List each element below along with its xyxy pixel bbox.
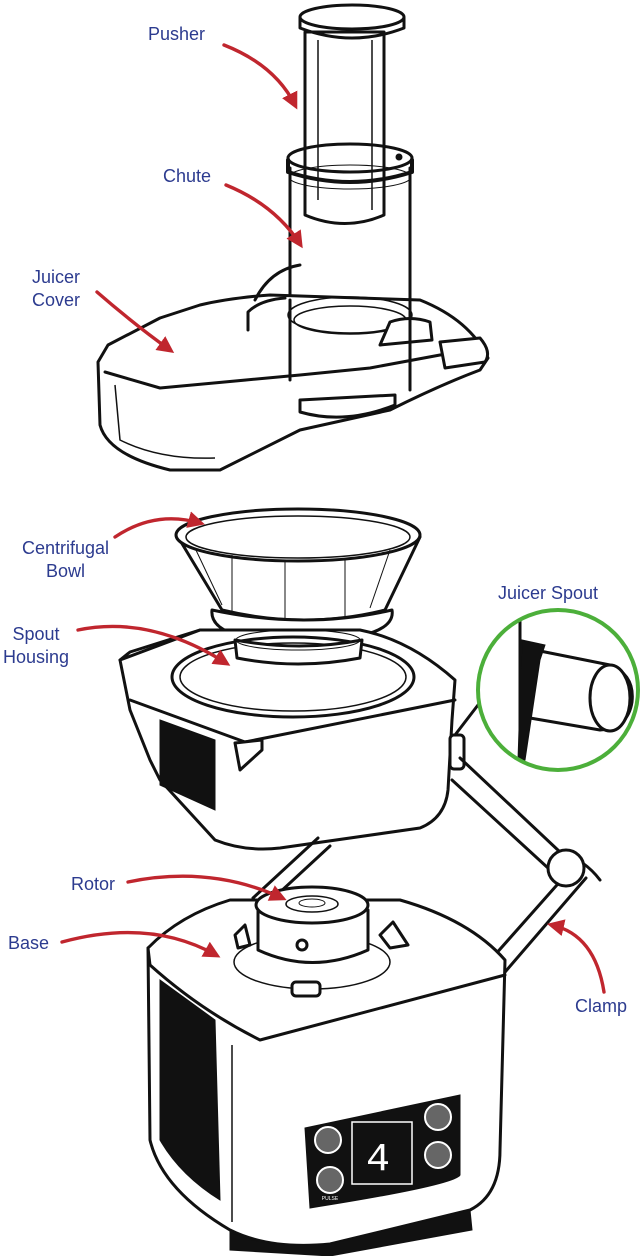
base-label-text: Base <box>8 933 50 953</box>
display-digit: 4 <box>366 1138 390 1183</box>
spout-housing-label: Spout Housing <box>3 623 69 669</box>
juicer-cover-label-line2: Cover <box>32 290 81 310</box>
pusher-label-text: Pusher <box>148 24 206 44</box>
rotor-label: Rotor <box>71 873 115 896</box>
juicer-cover-label-line1: Juicer <box>32 267 81 287</box>
clamp-label-text: Clamp <box>575 996 628 1016</box>
juicer-cover-part <box>96 263 490 472</box>
pulse-label: PULSE <box>322 1196 339 1202</box>
base-label: Base <box>8 932 49 955</box>
juicer-spout-label-text: Juicer Spout <box>498 583 599 603</box>
pusher-part <box>298 3 406 225</box>
control-panel <box>304 1094 461 1209</box>
clamp-label: Clamp <box>575 995 627 1018</box>
label-arrows <box>60 43 606 994</box>
chute-label: Chute <box>163 165 211 188</box>
centrifugal-bowl-label-line1: Centrifugal <box>22 538 110 558</box>
centrifugal-bowl-part <box>174 507 422 638</box>
juicer-spout-label: Juicer Spout <box>498 582 598 605</box>
pusher-label: Pusher <box>148 23 205 46</box>
juicer-cover-label: Juicer Cover <box>32 266 80 312</box>
chute-label-text: Chute <box>163 166 212 186</box>
spout-housing-label-line1: Spout <box>12 624 60 644</box>
spout-housing-label-line2: Housing <box>3 647 70 667</box>
rotor-label-text: Rotor <box>71 874 116 894</box>
centrifugal-bowl-label: Centrifugal Bowl <box>22 537 109 583</box>
spout-housing-part <box>118 628 480 851</box>
centrifugal-bowl-label-line2: Bowl <box>46 561 86 581</box>
juicer-spout-callout <box>476 608 640 772</box>
